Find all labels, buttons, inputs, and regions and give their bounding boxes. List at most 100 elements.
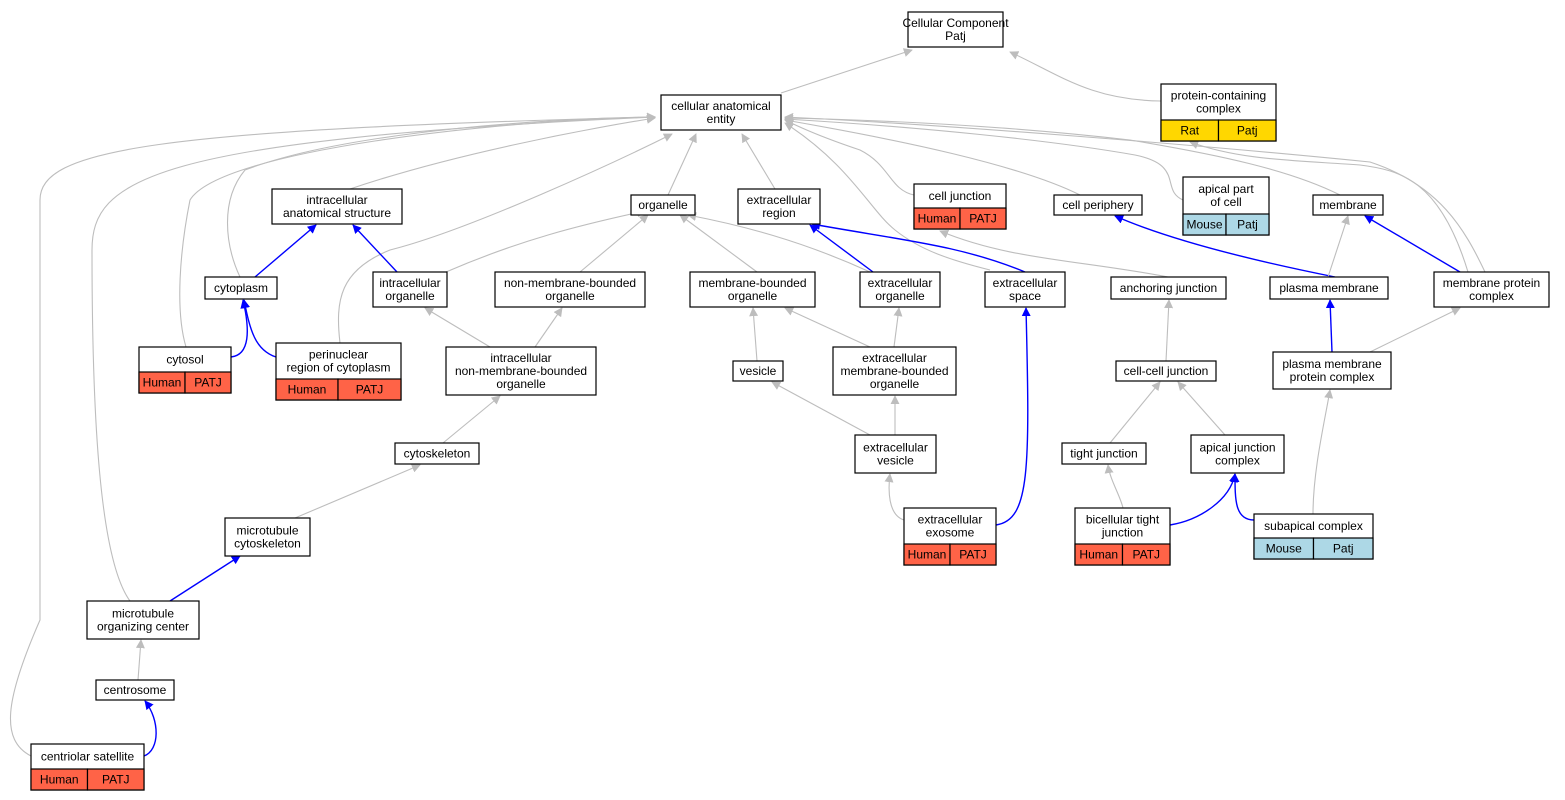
edge-cytoskeleton-to-inmbo-is-a	[442, 395, 501, 444]
edge-mtoc-to-mtc-part-of	[169, 555, 241, 602]
node-label-line: cell junction	[929, 189, 992, 203]
node-label-line: extracellular	[747, 193, 812, 207]
node-box	[86, 600, 200, 640]
node-label-line: intracellular	[306, 193, 367, 207]
node-label-line: vesicle	[877, 454, 914, 468]
node-label-line: Patj	[945, 29, 966, 43]
node-box	[204, 276, 278, 300]
node-box	[271, 188, 403, 225]
edge-ecr-to-cae-is-a	[741, 133, 776, 190]
node-box	[1312, 194, 1384, 216]
node-label-line: cell-cell junction	[1124, 364, 1209, 378]
node-label-line: microtubule	[112, 607, 174, 621]
edge-io-to-ias-part-of	[352, 224, 398, 273]
edge-prc-to-cae-is-a	[337, 133, 673, 344]
species-tag-cell	[337, 378, 402, 401]
species-tag-label: PATJ	[969, 212, 997, 226]
node-label-line: cytoskeleton	[404, 447, 471, 461]
node-vesicle[interactable]: vesicle	[732, 360, 784, 382]
species-tag-label: Human	[918, 212, 957, 226]
node-label-line: complex	[1469, 289, 1514, 303]
node-label-line: microtubule	[236, 524, 298, 538]
node-label-line: centriolar satellite	[41, 750, 135, 764]
edge-io-to-organelle-is-a	[445, 208, 646, 273]
node-ccj[interactable]: cell-cell junction	[1115, 360, 1217, 382]
edge-eco-to-organelle-is-a	[687, 212, 871, 273]
node-aj[interactable]: anchoring junction	[1110, 276, 1227, 300]
species-tag-cell	[949, 543, 997, 566]
node-box	[689, 271, 816, 308]
node-label-line: organelle	[728, 289, 778, 303]
node-box	[660, 94, 782, 131]
edge-btj-to-tj-is-a	[1104, 464, 1124, 509]
node-label-line: Cellular Component	[902, 16, 1009, 30]
edge-ias-to-cae-is-a	[349, 114, 656, 190]
node-box	[1272, 351, 1392, 390]
node-box	[1053, 194, 1143, 216]
node-centrosome[interactable]: centrosome	[95, 679, 175, 701]
edges-layer	[9, 48, 1486, 757]
edge-mpc-to-membrane-part-of	[1364, 215, 1461, 273]
node-box	[859, 271, 941, 308]
edge-cae-to-root-is-a	[780, 48, 913, 94]
species-tag-cell	[959, 207, 1007, 230]
node-cytoskeleton[interactable]: cytoskeleton	[394, 442, 480, 465]
node-organelle[interactable]: organelle	[630, 194, 696, 216]
node-label-line: extracellular	[918, 513, 983, 527]
species-tag-label: PATJ	[356, 383, 384, 397]
node-label-line: organelle	[545, 289, 595, 303]
node-cytoplasm[interactable]: cytoplasm	[204, 276, 278, 300]
edge-eco-to-ecr-part-of	[809, 224, 874, 273]
node-tj[interactable]: tight junction	[1061, 442, 1147, 465]
node-label-line: anchoring junction	[1120, 281, 1217, 295]
node-label-line: region	[762, 206, 795, 220]
species-tag-label: PATJ	[1132, 548, 1160, 562]
edge-ecmbo-to-mbo-is-a	[784, 307, 871, 348]
edge-apc-to-cae-is-a	[784, 114, 1184, 201]
species-tag-label: Mouse	[1186, 218, 1222, 232]
node-box	[737, 188, 821, 225]
species-tag-label: Human	[143, 376, 182, 390]
edge-tj-to-ccj-is-a	[1109, 381, 1161, 444]
node-box	[1115, 360, 1217, 382]
edge-cp-to-cae-is-a	[784, 116, 1081, 196]
node-membrane[interactable]: membrane	[1312, 194, 1384, 216]
node-inmbo[interactable]: intracellularnon-membrane-boundedorganel…	[445, 346, 597, 396]
species-tag-cell	[184, 371, 232, 394]
edge-ajc-to-ccj-is-a	[1177, 381, 1226, 436]
edge-pmpc-to-mpc-is-a	[1369, 307, 1461, 353]
node-label-line: apical part	[1198, 182, 1254, 196]
node-cp[interactable]: cell periphery	[1053, 194, 1143, 216]
node-pm[interactable]: plasma membrane	[1269, 276, 1389, 300]
node-label-line: complex	[1215, 454, 1260, 468]
species-tag-label: Human	[1079, 548, 1118, 562]
species-tag-label: Human	[288, 383, 327, 397]
